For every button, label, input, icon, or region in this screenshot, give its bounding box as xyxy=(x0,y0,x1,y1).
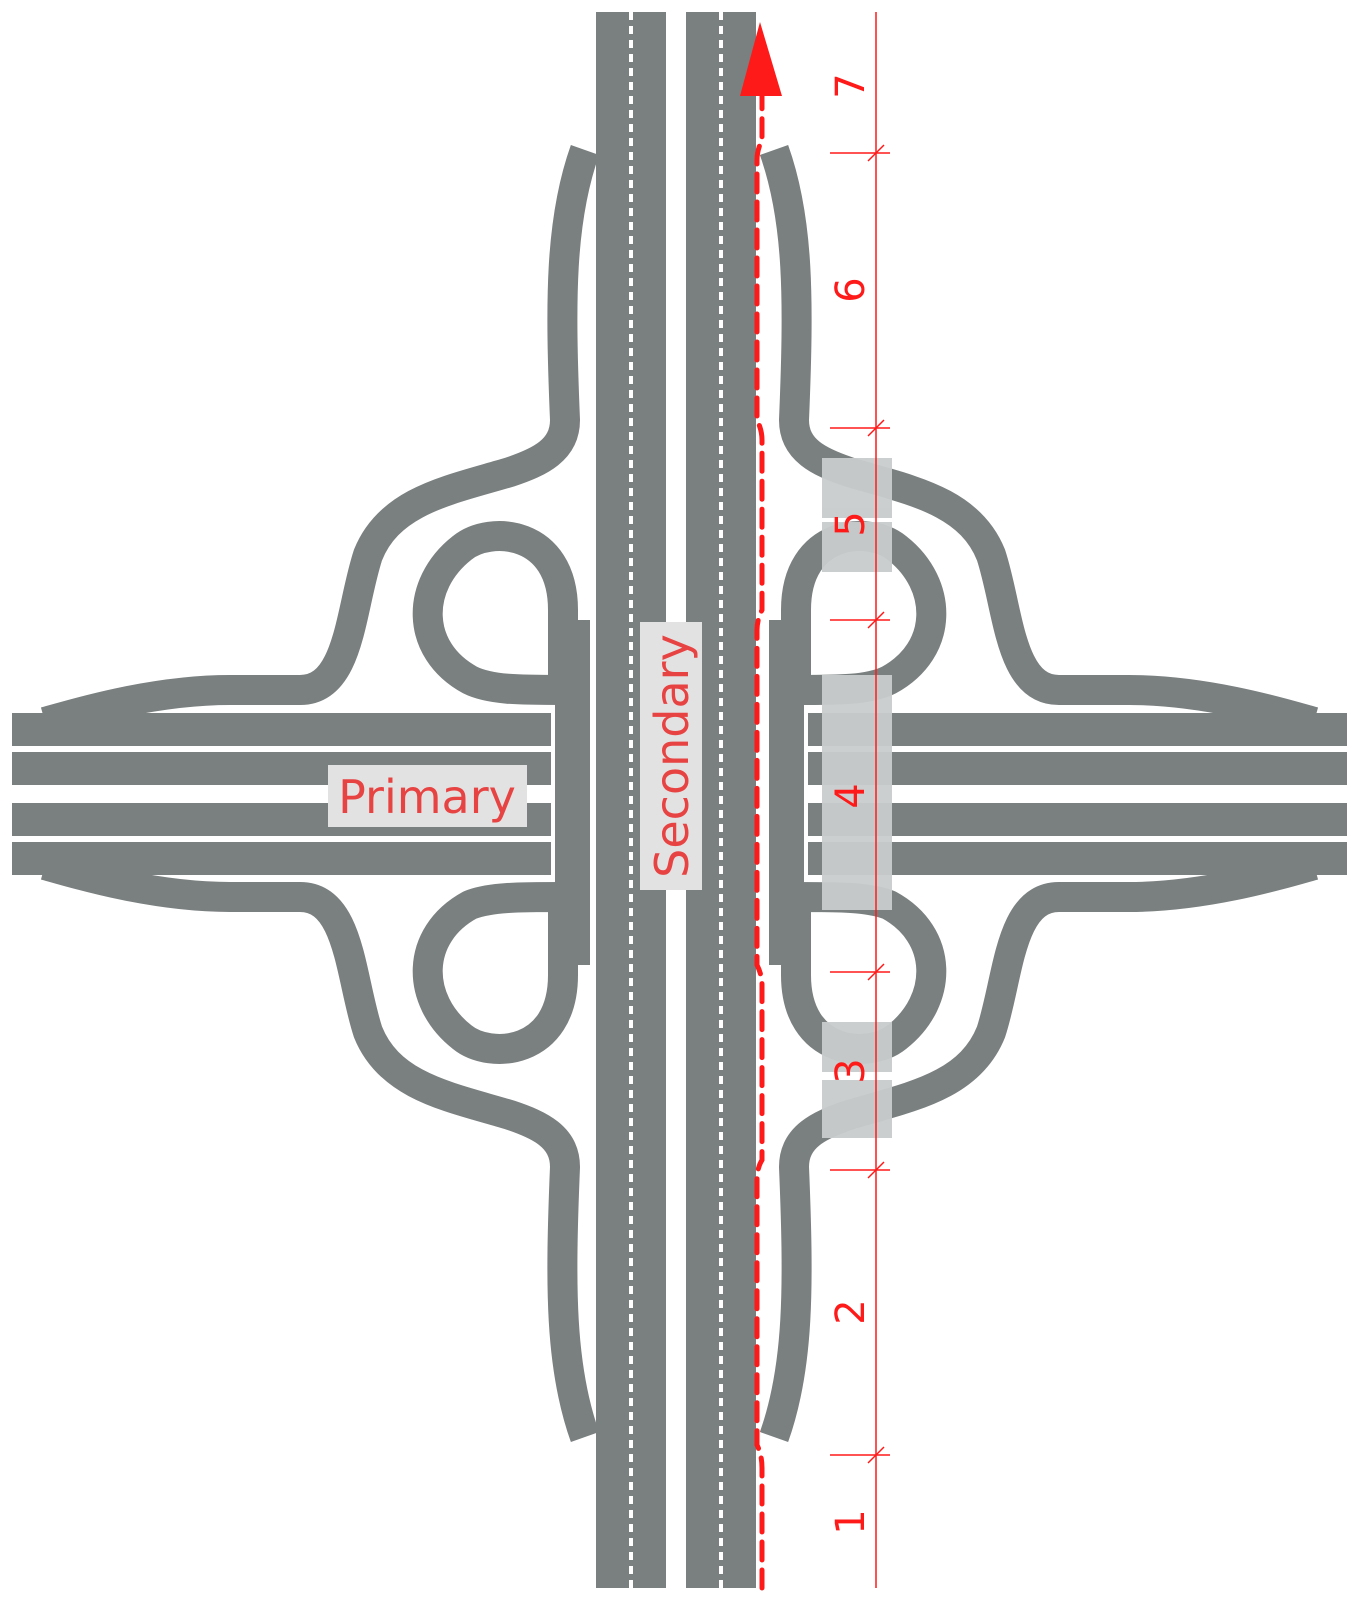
segment-label-7: 7 xyxy=(828,73,874,98)
segment-label-3: 3 xyxy=(828,1058,874,1083)
secondary-label: Secondary xyxy=(645,634,699,878)
loop-ramp-bottom-left xyxy=(412,882,578,1064)
outer-ramp-top-right xyxy=(759,144,1319,737)
primary-label: Primary xyxy=(338,770,516,824)
segment-label-6: 6 xyxy=(828,277,874,302)
segment-numbers: 1 2 3 4 5 6 7 xyxy=(828,73,874,1534)
travel-arrow-head xyxy=(740,22,782,96)
loop-ramp-top-left xyxy=(412,521,578,705)
segment-scale xyxy=(830,12,890,1588)
outer-ramp-top-left xyxy=(40,144,600,737)
cd-roads xyxy=(555,620,804,965)
primary-label-box xyxy=(328,765,527,827)
travel-path xyxy=(754,92,765,1591)
segment-label-4: 4 xyxy=(828,783,874,808)
segment-label-1: 1 xyxy=(828,1509,874,1534)
lane-markings xyxy=(591,12,768,1588)
highlight-zone xyxy=(822,458,892,1138)
outer-ramp-bottom-right xyxy=(759,850,1319,1443)
segment-label-5: 5 xyxy=(828,511,874,536)
outer-ramp-bottom-left xyxy=(40,850,600,1443)
secondary-label-box xyxy=(640,622,702,890)
segment-label-2: 2 xyxy=(828,1299,874,1324)
